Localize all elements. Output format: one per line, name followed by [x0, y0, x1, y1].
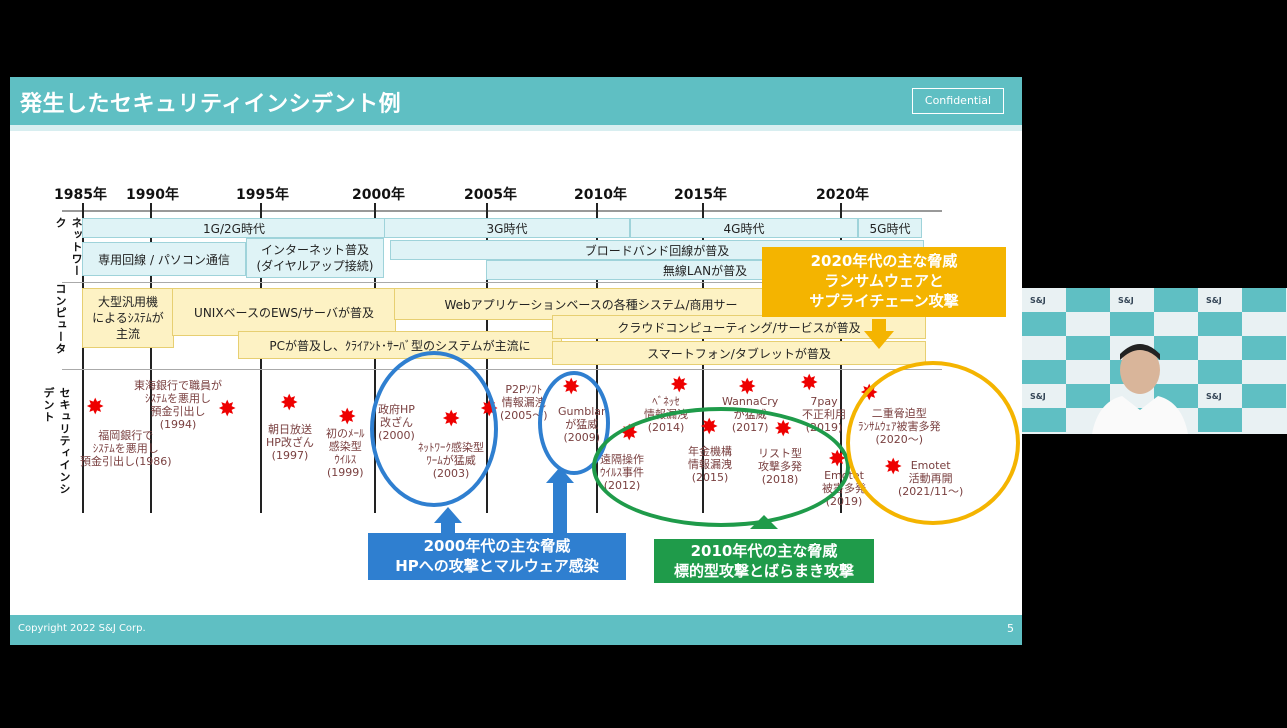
callout-2010s: 2010年代の主な脅威 標的型攻撃とばらまき攻撃 — [654, 539, 874, 583]
confidential-badge: Confidential — [912, 88, 1004, 114]
year-2000: 2000年 — [352, 187, 405, 203]
company-logo: S&J — [1206, 296, 1222, 305]
band-internet: インターネット普及 (ダイヤルアップ接続) — [246, 238, 384, 278]
callout-2020s-detail-1: ランサムウェアと — [824, 272, 944, 290]
arrow-up-icon — [434, 507, 462, 523]
background-tile — [1198, 408, 1242, 432]
background-tile — [1198, 360, 1242, 384]
background-tile — [1066, 336, 1110, 360]
incident-star-icon: ✸ — [738, 375, 757, 400]
band-1g2g: 1G/2G時代 — [82, 218, 386, 238]
presenter-avatar — [1092, 344, 1188, 434]
callout-2000s-detail: HPへの攻撃とマルウェア感染 — [395, 557, 599, 575]
band-mainframe: 大型汎用機 によるｼｽﾃﾑが 主流 — [82, 288, 174, 348]
callout-2020s-detail-2: サプライチェーン攻撃 — [809, 292, 959, 310]
divider-computer — [62, 369, 942, 370]
header-underline — [10, 125, 1022, 131]
slide-title: 発生したセキュリティインシデント例 — [20, 92, 402, 117]
band-client-server: PCが普及し、ｸﾗｲｱﾝﾄ･ｻｰﾊﾞ型のシステムが主流に — [238, 331, 562, 359]
band-unix: UNIXベースのEWS/サーバが普及 — [172, 288, 396, 336]
background-tile — [1110, 312, 1154, 336]
callout-2000s-title: 2000年代の主な脅威 — [423, 537, 571, 555]
company-logo: S&J — [1030, 392, 1046, 401]
background-tile — [1242, 384, 1286, 408]
arrow-up-icon — [546, 467, 574, 483]
highlight-circle-2000s — [370, 351, 498, 507]
year-2015: 2015年 — [674, 187, 727, 203]
background-tile — [1242, 288, 1286, 312]
highlight-circle-gumblar — [538, 371, 610, 475]
year-1990: 1990年 — [126, 187, 179, 203]
arrow-down-icon — [864, 331, 894, 349]
background-tile — [1066, 384, 1110, 408]
band-5g: 5G時代 — [858, 218, 922, 238]
band-dedicated-line: 専用回線 / パソコン通信 — [82, 242, 246, 276]
callout-2010s-detail: 標的型攻撃とばらまき攻撃 — [673, 562, 854, 580]
background-tile — [1242, 336, 1286, 360]
arrow-stem — [872, 319, 886, 331]
band-smartphone: スマートフォン/タブレットが普及 — [552, 341, 926, 365]
incident-star-icon: ✸ — [670, 373, 689, 398]
band-web-apps: Webアプリケーションベースの各種システム/商用サー — [394, 288, 788, 320]
year-2020: 2020年 — [816, 187, 869, 203]
band-3g: 3G時代 — [384, 218, 630, 238]
incident-asahi-hp: 朝日放送 HP改ざん (1997) — [266, 423, 314, 462]
background-tile — [1022, 312, 1066, 336]
incident-p2p-leak: P2Pｿﾌﾄ 情報漏洩 (2005～) — [500, 383, 548, 422]
slide-header: 発生したセキュリティインシデント例 Confidential — [10, 77, 1022, 125]
slide-footer: Copyright 2022 S&J Corp. 5 — [10, 615, 1022, 645]
incident-mail-virus: 初のﾒｰﾙ 感染型 ｳｲﾙｽ (1999) — [326, 427, 365, 479]
year-2005: 2005年 — [464, 187, 517, 203]
highlight-circle-2010s — [592, 407, 850, 527]
arrow-up-icon — [750, 515, 778, 529]
presentation-slide: 発生したセキュリティインシデント例 Confidential 1985年 199… — [10, 77, 1022, 645]
company-logo: S&J — [1030, 296, 1046, 305]
section-security: セキュリティインシデント — [42, 387, 71, 495]
section-network: ネットワーク — [54, 217, 83, 277]
incident-star-icon: ✸ — [280, 391, 299, 416]
year-1985: 1985年 — [54, 187, 107, 203]
callout-2020s: 2020年代の主な脅威 ランサムウェアと サプライチェーン攻撃 — [762, 247, 1006, 317]
band-cloud: クラウドコンピューティング/サービスが普及 — [552, 315, 926, 339]
page-number: 5 — [1007, 622, 1014, 635]
callout-2020s-title: 2020年代の主な脅威 — [810, 252, 958, 270]
copyright-text: Copyright 2022 S&J Corp. — [18, 623, 146, 634]
incident-7pay: 7pay 不正利用 (2019) — [802, 395, 846, 434]
incident-star-icon: ✸ — [218, 397, 237, 422]
background-tile — [1198, 312, 1242, 336]
background-tile — [1154, 288, 1198, 312]
company-logo: S&J — [1118, 296, 1134, 305]
background-tile — [1066, 288, 1110, 312]
background-tile — [1154, 336, 1198, 360]
incident-star-icon: ✸ — [86, 395, 105, 420]
incident-star-icon: ✸ — [338, 405, 357, 430]
incident-tokai-bank: 東海銀行で職員が ｼｽﾃﾑを悪用し 預金引出し (1994) — [134, 379, 222, 431]
callout-2010s-title: 2010年代の主な脅威 — [690, 542, 838, 560]
section-computer: コンピュータ — [54, 283, 67, 355]
arrow-stem — [441, 523, 455, 535]
year-2010: 2010年 — [574, 187, 627, 203]
background-tile — [1022, 360, 1066, 384]
company-logo: S&J — [1206, 392, 1222, 401]
arrow-stem — [553, 483, 567, 535]
tick-1985 — [82, 203, 84, 513]
tick-1990 — [150, 203, 152, 513]
band-4g: 4G時代 — [630, 218, 858, 238]
divider-network — [62, 282, 942, 283]
background-tile — [1022, 408, 1066, 432]
incident-star-icon: ✸ — [800, 371, 819, 396]
callout-2000s: 2000年代の主な脅威 HPへの攻撃とマルウェア感染 — [368, 533, 626, 580]
year-1995: 1995年 — [236, 187, 289, 203]
incident-fukuoka-bank: 福岡銀行で ｼｽﾃﾑを悪用し 預金引出し(1986) — [80, 429, 172, 468]
timeline-axis — [62, 210, 942, 212]
highlight-circle-2020s — [846, 361, 1020, 525]
